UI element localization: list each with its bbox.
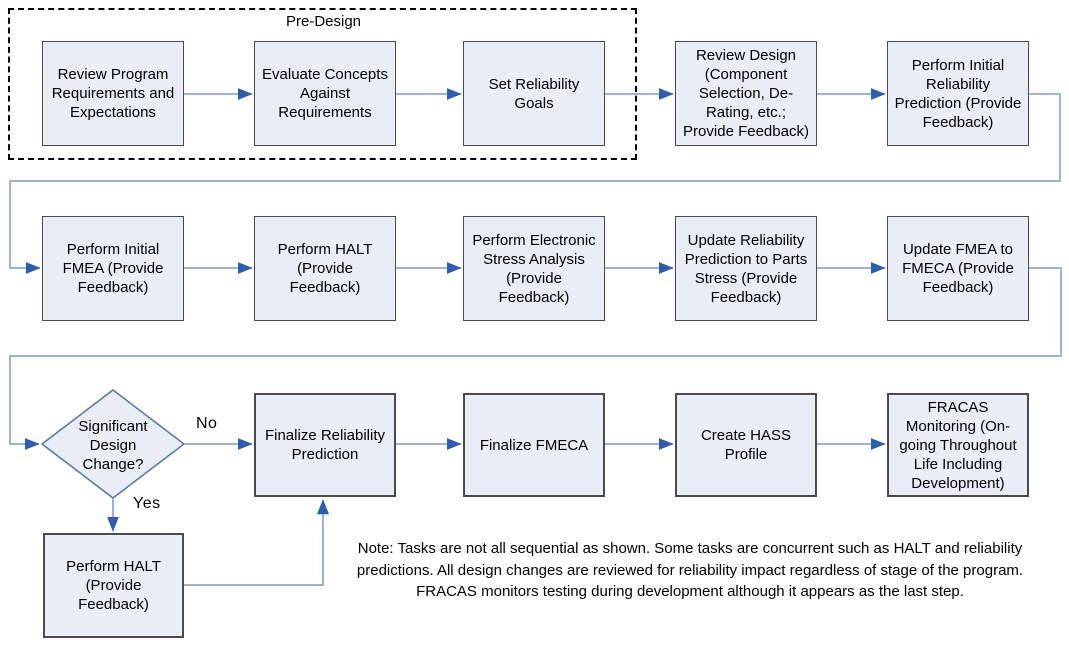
node-update-reliability-prediction: Update Reliability Prediction to Parts S… [675, 216, 817, 321]
node-fracas-monitoring: FRACAS Monitoring (On-going Throughout L… [887, 393, 1029, 497]
node-label: Review Design (Component Selection, De-R… [683, 47, 809, 140]
node-update-fmea-to-fmeca: Update FMEA to FMECA (Provide Feedback) [887, 216, 1029, 321]
node-evaluate-concepts: Evaluate Concepts Against Requirements [254, 41, 396, 146]
node-initial-fmea: Perform Initial FMEA (Provide Feedback) [42, 216, 184, 321]
node-electronic-stress-analysis: Perform Electronic Stress Analysis (Prov… [463, 216, 605, 321]
node-perform-halt: Perform HALT (Provide Feedback) [254, 216, 396, 321]
node-label: Perform HALT (Provide Feedback) [66, 558, 161, 613]
node-label: Perform Initial Reliability Prediction (… [894, 56, 1022, 131]
node-label: FRACAS Monitoring (On-going Throughout L… [899, 398, 1017, 492]
note-text: Note: Tasks are not all sequential as sh… [356, 540, 1024, 600]
node-label: Update FMEA to FMECA (Provide Feedback) [902, 241, 1014, 296]
pre-design-label: Pre-Design [285, 13, 362, 30]
node-create-hass-profile: Create HASS Profile [675, 393, 817, 497]
node-label: Set Reliability Goals [488, 75, 580, 112]
node-initial-reliability-prediction: Perform Initial Reliability Prediction (… [887, 41, 1029, 146]
node-label: Evaluate Concepts Against Requirements [262, 66, 388, 121]
node-finalize-reliability-prediction: Finalize Reliability Prediction [254, 393, 396, 497]
node-finalize-fmeca: Finalize FMECA [463, 393, 605, 497]
node-set-reliability-goals: Set Reliability Goals [463, 41, 605, 146]
node-label: Perform HALT (Provide Feedback) [277, 241, 373, 296]
connector-halt-loop [184, 499, 329, 586]
decision-significant-design-change: Significant Design Change? [78, 417, 148, 473]
node-label: Create HASS Profile [700, 427, 792, 463]
node-perform-halt-again: Perform HALT (Provide Feedback) [43, 533, 184, 638]
node-label: Update Reliability Prediction to Parts S… [684, 231, 808, 306]
node-label: Perform Initial FMEA (Provide Feedback) [62, 241, 164, 296]
pre-design-group [8, 8, 637, 160]
node-label: Finalize FMECA [479, 436, 589, 454]
node-label: Review Program Requirements and Expectat… [51, 66, 175, 121]
node-label: Perform Electronic Stress Analysis (Prov… [472, 231, 596, 306]
connector-row1-to-row2 [9, 93, 1061, 274]
node-review-design: Review Design (Component Selection, De-R… [675, 41, 817, 146]
branch-label-yes: Yes [133, 495, 161, 512]
node-review-program-requirements: Review Program Requirements and Expectat… [42, 41, 184, 146]
branch-label-no: No [196, 415, 218, 432]
node-label: Finalize Reliability Prediction [264, 427, 386, 463]
connector-row2-to-row3 [9, 267, 1062, 450]
